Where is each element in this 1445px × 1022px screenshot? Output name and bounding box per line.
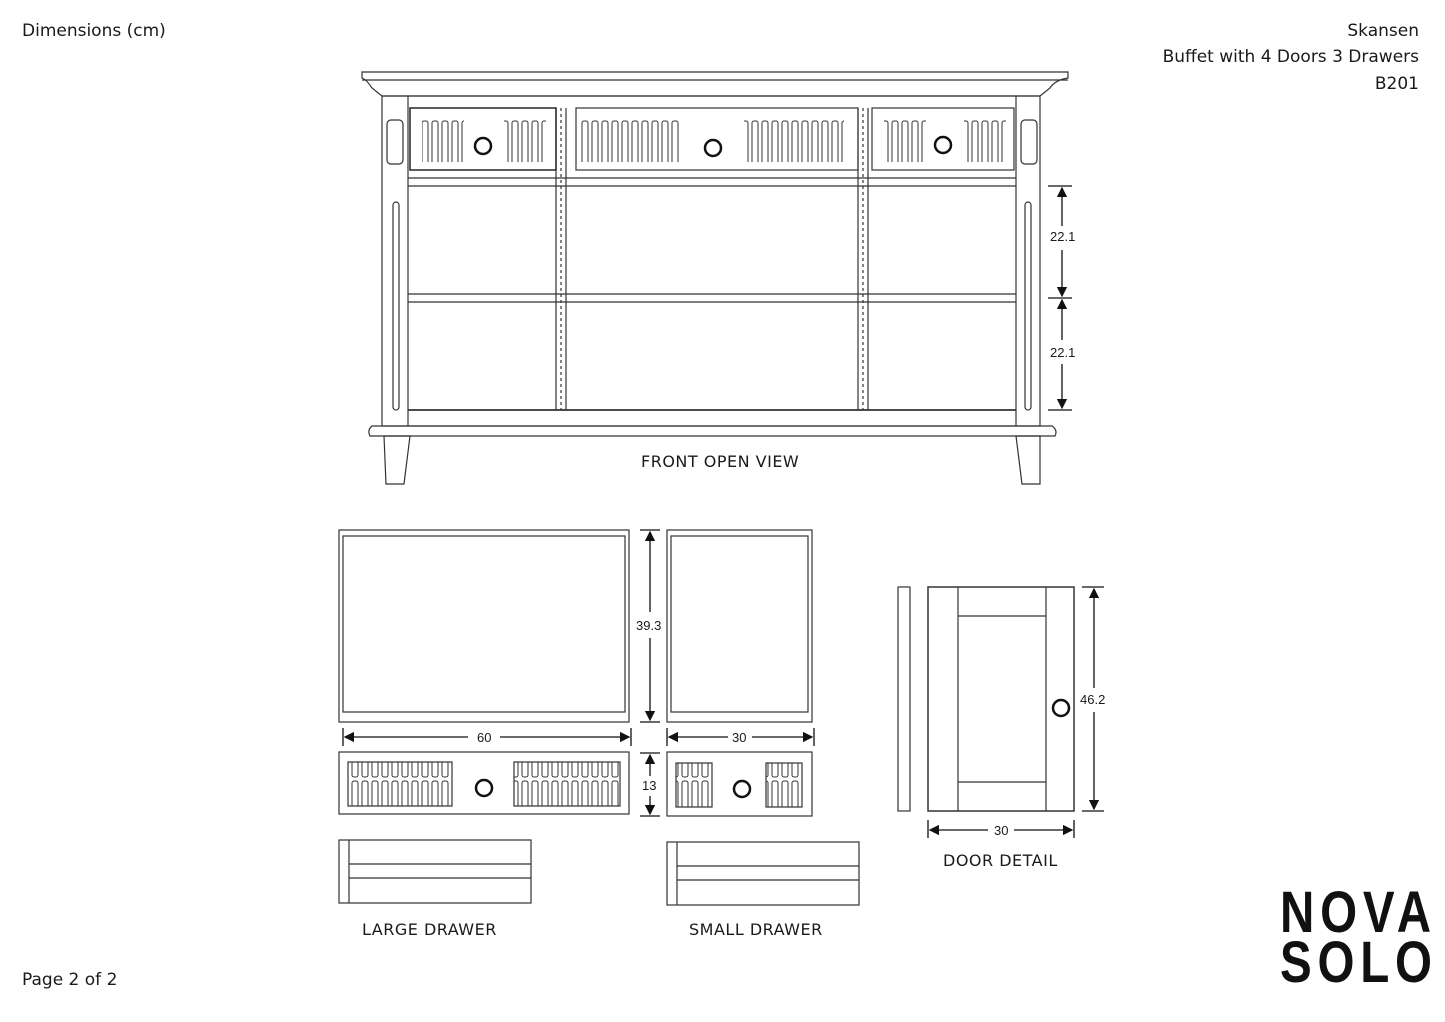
dim-door-width: 30 <box>994 823 1009 838</box>
caption-small-drawer: SMALL DRAWER <box>689 920 823 939</box>
dim-drawer-depth: 39.3 <box>636 618 662 633</box>
small-drawer-views <box>666 529 860 906</box>
dim-small-drawer-width: 30 <box>732 730 747 745</box>
door-detail-view <box>897 586 1075 812</box>
dim-shelf-lower: 22.1 <box>1050 345 1076 360</box>
dim-door-height: 46.2 <box>1080 692 1106 707</box>
collection-name: Skansen <box>1347 21 1419 41</box>
dim-shelf-upper: 22.1 <box>1050 229 1076 244</box>
large-drawer-views <box>338 529 630 904</box>
units-label: Dimensions (cm) <box>22 21 166 41</box>
logo-line-2: SOLO <box>1280 930 1438 995</box>
dim-large-drawer-width: 60 <box>477 730 492 745</box>
caption-front-open-view: FRONT OPEN VIEW <box>641 452 800 471</box>
logo-line-1: NOVA <box>1280 880 1437 945</box>
caption-door-detail: DOOR DETAIL <box>943 851 1058 870</box>
shelf-dimension-lines <box>1048 185 1072 411</box>
page-indicator: Page 2 of 2 <box>22 970 118 990</box>
brand-logo: NOVA SOLO <box>1280 880 1438 995</box>
dim-drawer-front-height: 13 <box>642 778 657 793</box>
caption-large-drawer: LARGE DRAWER <box>362 920 497 939</box>
product-code: B201 <box>1374 74 1419 94</box>
product-name: Buffet with 4 Doors 3 Drawers <box>1162 47 1419 67</box>
front-open-view <box>361 71 1069 485</box>
drawer-door-dimension-lines <box>342 529 1104 838</box>
